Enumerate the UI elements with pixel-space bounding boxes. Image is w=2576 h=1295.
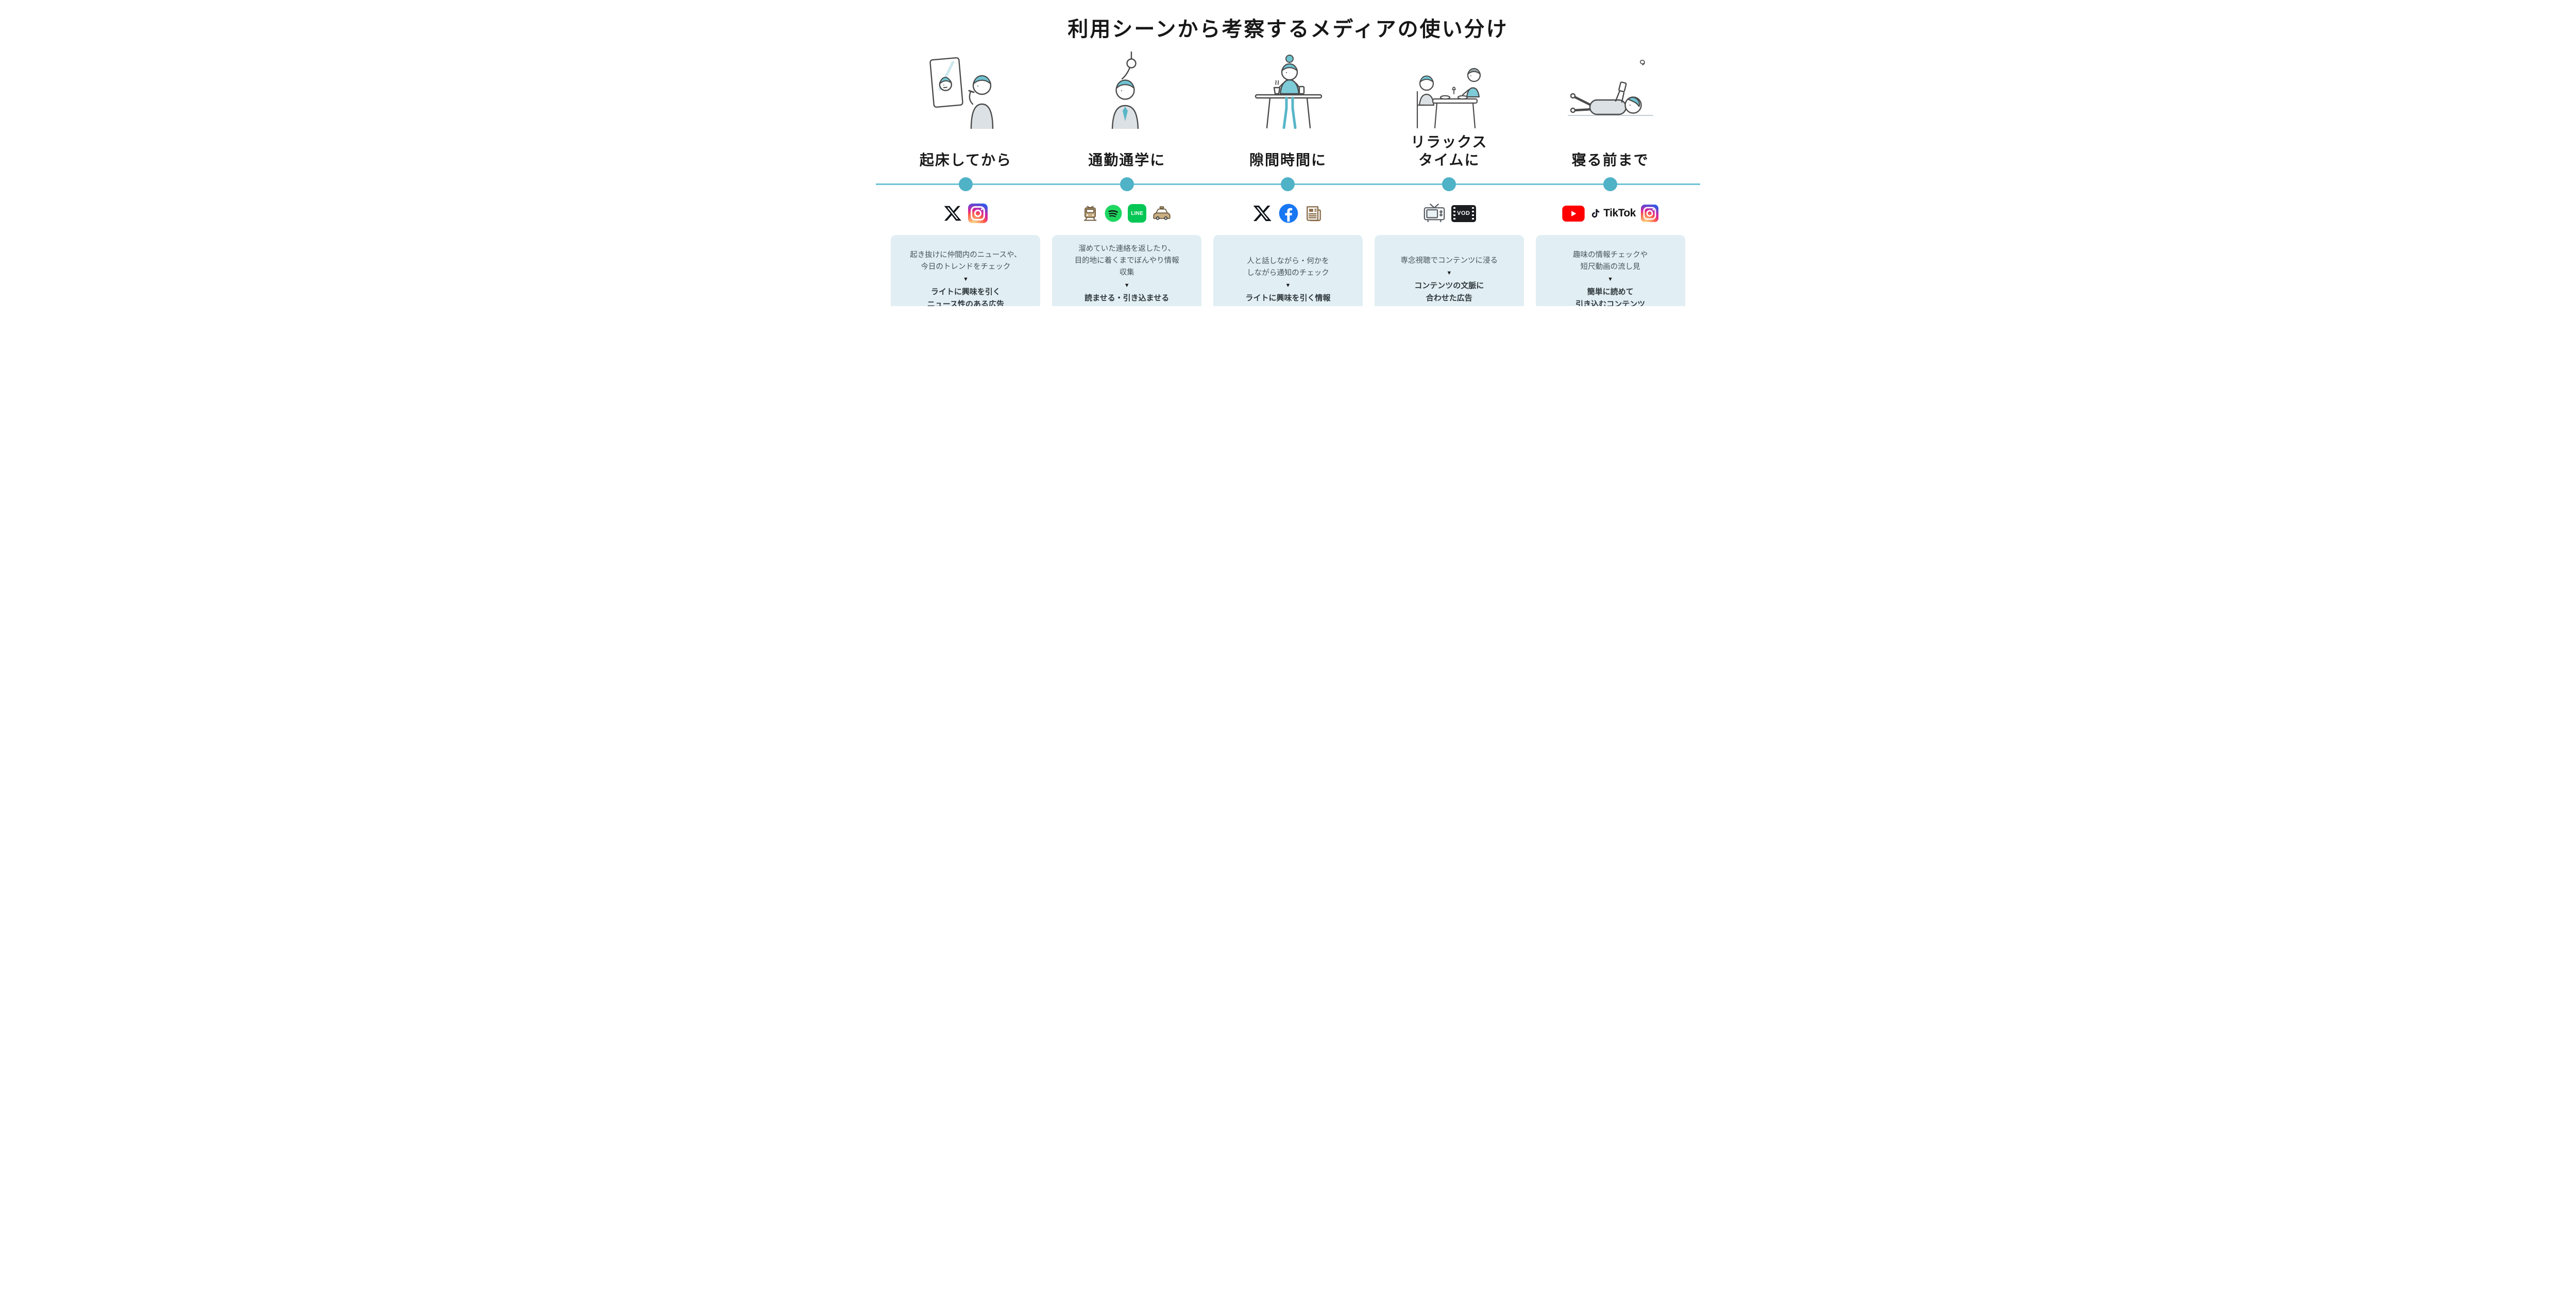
usage-conclusion: ライトに興味を引く ニュース性のある広告 [927, 287, 1005, 306]
usage-conclusion: ライトに興味を引く情報 [1245, 293, 1331, 302]
tiktok-note-icon [1592, 209, 1600, 218]
usage-description: 人と話しながら・何かを しながら通知のチェック [1247, 257, 1329, 277]
usage-box-before-bed: 趣味の情報チェックや 短尺動画の流し見 ▼ 簡単に読めて 引き込むコンテンツ [1535, 235, 1685, 306]
arrow-down-icon: ▼ [962, 276, 969, 282]
lying-down-illustration [1567, 60, 1653, 116]
commuter-train-strap-illustration [1111, 52, 1139, 129]
scene-label-before-bed: 寝る前まで [1571, 152, 1649, 168]
usage-boxes-row: 起き抜けに仲間内のニュースや、 今日のトレンドをチェック ▼ ライトに興味を引く… [876, 235, 1700, 306]
instagram-icon [968, 204, 988, 223]
usage-box-commute: 溜めていた連絡を返したり、 目的地に着くまでぼんやり情報 収集 ▼ 読ませる・引… [1052, 235, 1202, 306]
media-icons-row: LINE VOD TikTok [876, 197, 1700, 230]
usage-box-spare-time: 人と話しながら・何かを しながら通知のチェック ▼ ライトに興味を引く情報 [1213, 235, 1363, 306]
line-icon: LINE [1128, 204, 1147, 223]
usage-description: 溜めていた連絡を返したり、 目的地に着くまでぼんやり情報 収集 [1074, 245, 1179, 277]
page-title: 利用シーンから考察するメディアの使い分け [1067, 18, 1509, 41]
facebook-icon [1279, 204, 1298, 223]
usage-conclusion: 簡単に読めて 引き込むコンテンツ [1575, 287, 1646, 306]
timeline-dot [1281, 177, 1295, 191]
usage-conclusion: コンテンツの文脈に 合わせた広告 [1414, 281, 1484, 303]
waking-up-brushing-teeth-illustration [929, 57, 994, 129]
instagram-icon [1640, 205, 1658, 222]
arrow-down-icon: ▼ [1285, 282, 1291, 289]
scene-label-relax-time: リラックス タイムに [1411, 134, 1488, 168]
tiktok-icon: TikTok [1590, 207, 1636, 220]
infographic: 利用シーンから考察するメディアの使い分け [876, 0, 1700, 306]
scene-row: 起床してから 通勤通学に 隙間時間に リラックス タイムに 寝る前まで [876, 129, 1700, 173]
scene-label-morning: 起床してから [919, 152, 1012, 168]
vod-icon: VOD [1451, 205, 1476, 222]
usage-box-morning: 起き抜けに仲間内のニュースや、 今日のトレンドをチェック ▼ ライトに興味を引く… [891, 235, 1041, 306]
scene-label-commute: 通勤通学に [1088, 152, 1166, 168]
arrow-down-icon: ▼ [1446, 270, 1452, 277]
youtube-icon [1562, 205, 1585, 222]
illustration-row [876, 44, 1700, 129]
usage-description: 起き抜けに仲間内のニュースや、 今日のトレンドをチェック [910, 250, 1022, 271]
timeline-dot [1603, 177, 1618, 191]
arrow-down-icon: ▼ [1607, 276, 1614, 282]
x-icon [1253, 206, 1272, 221]
usage-description: 専念視聴でコンテンツに浸る [1400, 257, 1498, 265]
timeline [876, 173, 1700, 195]
timeline-dot [958, 177, 973, 191]
usage-description: 趣味の情報チェックや 短尺動画の流し見 [1573, 250, 1648, 271]
scene-label-spare-time: 隙間時間に [1249, 152, 1327, 168]
tv-icon [1423, 204, 1445, 223]
family-dinner-illustration [1416, 68, 1481, 129]
arrow-down-icon: ▼ [1124, 282, 1130, 289]
usage-box-relax-time: 専念視聴でコンテンツに浸る ▼ コンテンツの文脈に 合わせた広告 [1374, 235, 1524, 306]
x-icon [944, 206, 962, 221]
train-icon [1083, 206, 1097, 221]
usage-conclusion: 読ませる・引き込ませる コンテンツで時間を奪う [1084, 293, 1170, 306]
coffee-break-illustration [1255, 55, 1323, 129]
taxi-icon [1153, 206, 1171, 220]
spotify-icon [1105, 205, 1122, 222]
news-icon [1307, 206, 1321, 222]
timeline-dot [1442, 177, 1456, 191]
timeline-dot [1120, 177, 1134, 191]
